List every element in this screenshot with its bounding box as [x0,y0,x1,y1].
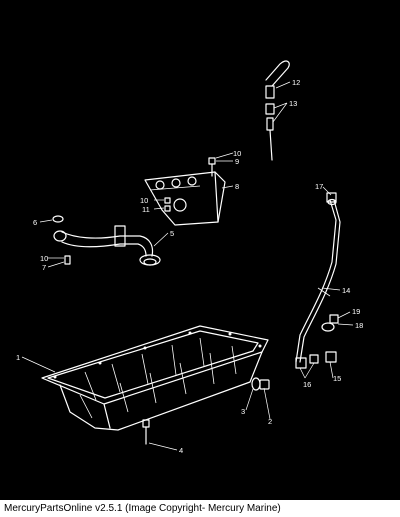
tube-fittings [295,192,339,369]
callout-1: 1 [16,353,20,362]
oil-pickup-tube [53,225,161,266]
leader-lines [21,81,354,451]
parts-diagram: 1 2 3 4 5 6 7 8 9 10 11 12 13 14 15 16 1… [0,0,400,500]
oil-pan [41,325,269,431]
callout-3: 3 [241,407,245,416]
exploded-view-drawing: 1 2 3 4 5 6 7 8 9 10 11 12 13 14 15 16 1… [16,60,363,455]
callout-5: 5 [170,229,174,238]
callout-15: 15 [333,374,341,383]
pump-bolts [164,157,216,212]
callout-19: 19 [352,307,360,316]
callout-18: 18 [355,321,363,330]
dipstick-tube [295,198,341,363]
oil-pump [144,171,226,226]
callout-10b: 10 [140,196,148,205]
callout-17: 17 [315,182,323,191]
callout-14: 14 [342,286,350,295]
copyright-caption: MercuryPartsOnline v2.5.1 (Image Copyrig… [4,503,281,514]
callout-16: 16 [303,380,311,389]
callout-4: 4 [179,446,183,455]
callout-7: 7 [42,263,46,272]
dipstick [265,60,290,161]
callout-2: 2 [268,417,272,426]
pan-bolt [142,419,150,445]
callout-10a: 10 [233,149,241,158]
callout-11: 11 [142,205,150,214]
callout-13: 13 [289,99,297,108]
callout-10c: 10 [40,254,48,263]
callout-6: 6 [33,218,37,227]
callout-8: 8 [235,182,239,191]
drain-plug [251,377,270,391]
callout-9: 9 [235,157,239,166]
o-ring [52,215,64,223]
pickup-bolt [64,255,71,265]
callout-12: 12 [292,78,300,87]
callout-labels: 1 2 3 4 5 6 7 8 9 10 11 12 13 14 15 16 1… [16,78,363,455]
